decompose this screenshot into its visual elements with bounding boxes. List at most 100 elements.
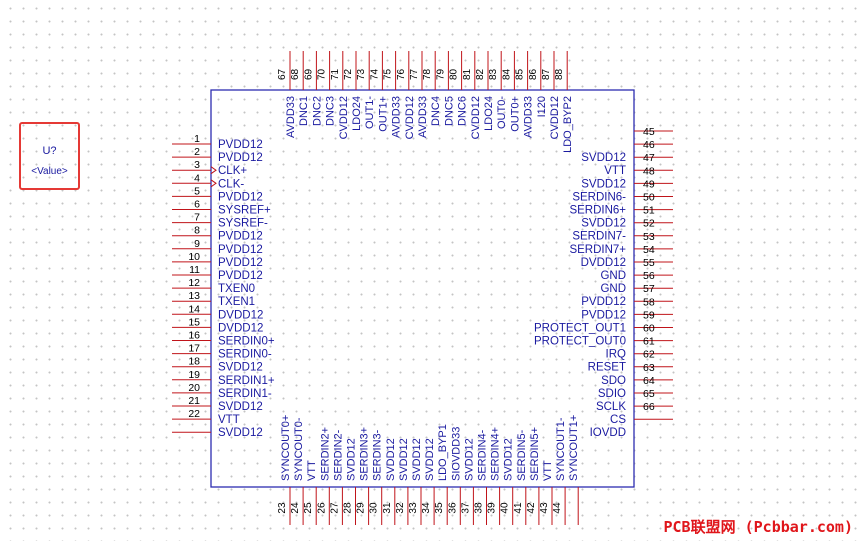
pin-number-left: 7: [194, 212, 200, 224]
pin-number-right: 64: [643, 375, 655, 387]
pin-name-bottom: SERDIN2+: [319, 427, 331, 481]
pin-number-bottom: 39: [487, 502, 498, 514]
bottom-pin-group: 23SYNCOUT0+24SYNCOUT0-25VTT26SERDIN2+27S…: [277, 415, 580, 525]
selected-symbol-frame[interactable]: [19, 122, 80, 190]
pin-name-right: SERDIN7+: [569, 244, 626, 256]
pin-name-top: OUT1+: [377, 96, 389, 132]
pin-number-left: 3: [194, 159, 200, 171]
pin-name-bottom: SVDD12: [411, 438, 423, 481]
pin-name-bottom: SERDIN5-: [516, 429, 528, 481]
pin-name-right: DVDD12: [581, 257, 626, 269]
pin-name-top: CVDD12: [404, 96, 416, 139]
pin-number-left: 12: [188, 277, 200, 289]
pin-name-left: VTT: [218, 414, 240, 426]
pin-number-top: 72: [343, 68, 354, 80]
pin-name-right: SVDD12: [581, 218, 626, 230]
pin-number-top: 83: [488, 68, 499, 80]
pin-name-bottom: SERDIN3+: [359, 427, 371, 481]
pin-number-top: 78: [422, 68, 433, 80]
pin-number-top: 82: [475, 68, 486, 80]
clock-pin-marker: [210, 166, 217, 175]
pin-name-top: DNC2: [311, 96, 323, 126]
pin-number-top: 71: [330, 68, 341, 80]
pin-number-bottom: 25: [303, 502, 314, 514]
pin-name-bottom: SYNCOUT0+: [280, 415, 292, 481]
top-pin-group: 67AVDD3368DNC169DNC270DNC371CVDD1272LDO2…: [277, 51, 574, 153]
pin-name-right: SDIO: [598, 388, 626, 400]
value-label: <Value>: [31, 166, 68, 177]
pin-name-bottom: VTT: [306, 460, 318, 481]
pin-name-bottom: VTT: [542, 460, 554, 481]
pin-name-bottom: SYNCOUT1+: [568, 415, 580, 481]
pin-number-top: 88: [554, 68, 565, 80]
pin-number-bottom: 23: [277, 502, 288, 514]
pin-name-right: PROTECT_OUT0: [534, 336, 626, 348]
pin-number-left: 20: [188, 382, 200, 394]
pin-number-right: 57: [643, 283, 655, 295]
pin-number-left: 4: [194, 172, 200, 184]
pin-name-right: SERDIN6-: [572, 191, 626, 203]
pin-number-bottom: 36: [447, 502, 458, 514]
pin-number-bottom: 33: [408, 502, 419, 514]
pin-number-bottom: 41: [513, 502, 524, 514]
pin-number-right: 53: [643, 231, 655, 243]
pin-name-bottom: LDO_BYP1: [437, 424, 449, 481]
pin-number-top: 70: [317, 68, 328, 80]
pin-name-top: AVDD33: [523, 96, 535, 138]
pin-number-bottom: 32: [395, 502, 406, 514]
pin-name-top: DNC6: [457, 96, 469, 126]
pin-number-right: 52: [643, 218, 655, 230]
pin-number-right: 49: [643, 178, 655, 190]
pin-name-left: PVDD12: [218, 244, 263, 256]
pin-number-right: 59: [643, 309, 655, 321]
pin-number-bottom: 29: [356, 502, 367, 514]
pin-number-top: 76: [396, 68, 407, 80]
pin-number-left: 2: [194, 146, 200, 158]
pin-number-bottom: 31: [382, 502, 393, 514]
pin-number-left: 19: [188, 369, 200, 381]
pin-name-left: DVDD12: [218, 309, 263, 321]
pin-number-left: 6: [194, 199, 200, 211]
pin-name-top: CVDD12: [549, 96, 561, 139]
pin-number-bottom: 37: [460, 502, 471, 514]
pin-name-top: LDO24: [483, 96, 495, 131]
pin-name-left: PVDD12: [218, 231, 263, 243]
pin-number-left: 17: [188, 343, 200, 355]
pin-number-top: 77: [409, 68, 420, 80]
pin-name-top: CVDD12: [338, 96, 350, 139]
pin-name-right: GND: [600, 283, 626, 295]
pin-name-left: PVDD12: [218, 257, 263, 269]
pin-number-left: 13: [188, 290, 200, 302]
pin-number-top: 85: [515, 68, 526, 80]
pin-name-right: RESET: [588, 362, 626, 374]
pin-number-right: 56: [643, 270, 655, 282]
pin-number-top: 74: [369, 68, 380, 80]
pin-name-left: SVDD12: [218, 362, 263, 374]
pin-name-right: PROTECT_OUT1: [534, 322, 626, 334]
pin-number-left: 1: [194, 133, 200, 145]
pin-number-right: 60: [643, 323, 655, 335]
pin-name-right: SVDD12: [581, 178, 626, 190]
pin-name-top: AVDD33: [285, 96, 297, 138]
pin-number-left: 14: [188, 303, 200, 315]
pin-name-left: PVDD12: [218, 152, 263, 164]
pin-number-left: 22: [188, 408, 200, 420]
pin-number-bottom: 27: [329, 502, 340, 514]
pin-name-top: DNC5: [443, 96, 455, 126]
pin-number-top: 73: [356, 68, 367, 80]
pin-name-bottom: SVDD12: [346, 438, 358, 481]
pin-number-bottom: 35: [434, 502, 445, 514]
pin-number-top: 81: [462, 68, 473, 80]
pin-name-left: SERDIN1+: [218, 375, 275, 387]
pin-number-right: 65: [643, 388, 655, 400]
pin-name-top: AVDD33: [391, 96, 403, 138]
pin-name-bottom: SERDIN5+: [529, 427, 541, 481]
pin-number-right: 66: [643, 401, 655, 413]
pin-number-top: 87: [541, 68, 552, 80]
pin-name-left: PVDD12: [218, 191, 263, 203]
pin-name-left: SERDIN0-: [218, 349, 272, 361]
clock-pin-marker: [210, 179, 217, 188]
